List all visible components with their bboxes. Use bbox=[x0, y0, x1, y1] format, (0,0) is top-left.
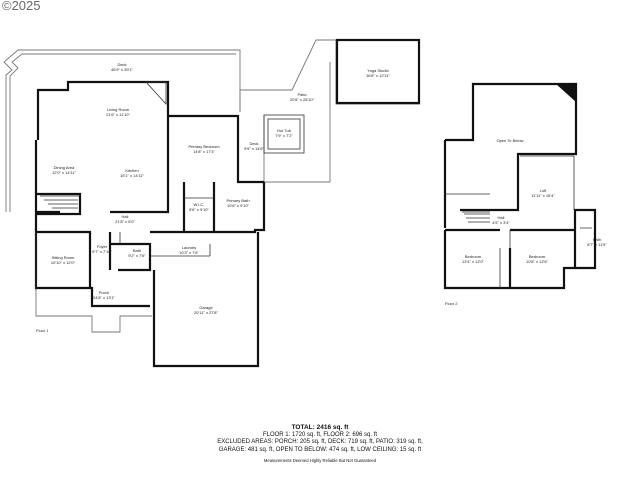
label-dining: Dining Area bbox=[54, 165, 75, 170]
label-bedroom1: Bedroom bbox=[465, 254, 482, 259]
dims-patio: 20'6" x 28'10" bbox=[290, 97, 315, 102]
label-wic: W.I.C. bbox=[194, 202, 205, 207]
disclaimer: Measurements Deemed Highly Reliable But … bbox=[263, 458, 377, 464]
hot-tub-outline bbox=[263, 114, 305, 154]
dims-sitting: 10'10" x 12'0" bbox=[51, 260, 76, 265]
dims-bath1: 9'2" x 7'6" bbox=[128, 253, 146, 258]
dims-garage: 20'11" x 27'8" bbox=[194, 310, 218, 315]
dims-primary-bedroom: 14'8" x 17'4" bbox=[193, 149, 216, 154]
label-bath2: Bath bbox=[593, 237, 601, 242]
dims-primary-bath: 10'6" x 9'10" bbox=[227, 203, 250, 208]
excluded-areas: EXCLUDED AREAS: PORCH: 205 sq. ft, DECK:… bbox=[217, 439, 423, 446]
floor-areas: FLOOR 1: 1720 sq. ft, FLOOR 2: 696 sq. f… bbox=[262, 432, 378, 438]
label-foyer: Foyer bbox=[97, 244, 108, 249]
label-sitting: Sitting Room bbox=[52, 255, 76, 260]
total-area: TOTAL: 2416 sq. ft bbox=[291, 424, 349, 431]
area-summary: TOTAL: 2416 sq. ft FLOOR 1: 1720 sq. ft,… bbox=[0, 424, 640, 464]
house-walls-floor1 bbox=[34, 80, 266, 368]
patio-outline bbox=[239, 39, 420, 183]
copyright-watermark: ©2025 bbox=[2, 0, 41, 13]
dims-laundry: 10'3" x 7'6" bbox=[179, 250, 199, 255]
dims-yoga: 16'8" x 12'11" bbox=[366, 73, 390, 78]
label-deck2: Deck bbox=[249, 141, 258, 146]
label-porch: Porch bbox=[99, 290, 109, 295]
floor2-partitions bbox=[445, 155, 592, 288]
garage-open-areas: GARAGE: 481 sq. ft, OPEN TO BELOW: 474 s… bbox=[218, 446, 422, 453]
label-laundry: Laundry bbox=[182, 245, 196, 250]
fireplace bbox=[145, 81, 167, 106]
label-loft: Loft bbox=[540, 188, 548, 193]
label-kitchen: Kitchen bbox=[125, 168, 138, 173]
dims-bath2: 8'7" x 11'9" bbox=[587, 242, 607, 247]
open-to-below-corner bbox=[556, 84, 576, 102]
floor-1-plan bbox=[3, 38, 421, 368]
yoga-studio-walls bbox=[335, 38, 421, 105]
dims-bedroom2: 10'8" x 12'6" bbox=[526, 259, 549, 264]
label-patio: Patio bbox=[297, 92, 307, 97]
deck-outline bbox=[3, 49, 241, 212]
dims-deck2: 9'5" x 14'6" bbox=[244, 146, 264, 151]
dims-kitchen: 15'1" x 14'11" bbox=[120, 173, 144, 178]
label-bedroom2: Bedroom bbox=[529, 254, 546, 259]
label-hall2: Hall bbox=[498, 215, 505, 220]
label-primary-bath: Primary Bath bbox=[226, 198, 249, 203]
dims-living: 21'6" x 11'10" bbox=[106, 112, 130, 117]
porch-outline bbox=[35, 290, 152, 333]
label-hall: Hall bbox=[122, 214, 129, 219]
house-walls-floor2 bbox=[443, 82, 597, 290]
dims-hot-tub: 7'9" x 7'2" bbox=[275, 133, 293, 138]
label-living: Living Room bbox=[107, 107, 130, 112]
label-hot-tub: Hot Tub bbox=[277, 128, 292, 133]
dims-deck: 46'9" x 39'1" bbox=[111, 67, 134, 72]
dims-hall: 21'8" x 6'0" bbox=[115, 219, 135, 224]
floor-2-label: Floor 2 bbox=[445, 301, 458, 306]
dims-foyer: 9'7" x 7'10" bbox=[92, 249, 112, 254]
label-primary-bedroom: Primary Bedroom bbox=[188, 144, 220, 149]
label-deck: Deck bbox=[117, 62, 126, 67]
label-open-to-below: Open To Below bbox=[496, 138, 523, 143]
deck-outline-inner bbox=[9, 53, 236, 212]
dims-dining: 12'0" x 14'11" bbox=[52, 170, 76, 175]
dims-bedroom1: 13'4" x 12'0" bbox=[462, 259, 485, 264]
floor-1-label: Floor 1 bbox=[36, 328, 49, 333]
dims-wic: 5'6" x 9'10" bbox=[189, 207, 209, 212]
label-bath1: Bath bbox=[133, 248, 141, 253]
label-garage: Garage bbox=[199, 305, 213, 310]
interior-partitions bbox=[35, 195, 214, 290]
dims-hall2: 4'5" x 3'4" bbox=[492, 220, 510, 225]
floor-2-plan bbox=[443, 82, 597, 290]
dims-loft: 11'11" x 15'4" bbox=[531, 193, 555, 198]
hot-tub-inner bbox=[267, 118, 301, 150]
dims-porch: 24'8" x 13'1" bbox=[93, 295, 116, 300]
label-yoga: Yoga Studio bbox=[367, 68, 389, 73]
